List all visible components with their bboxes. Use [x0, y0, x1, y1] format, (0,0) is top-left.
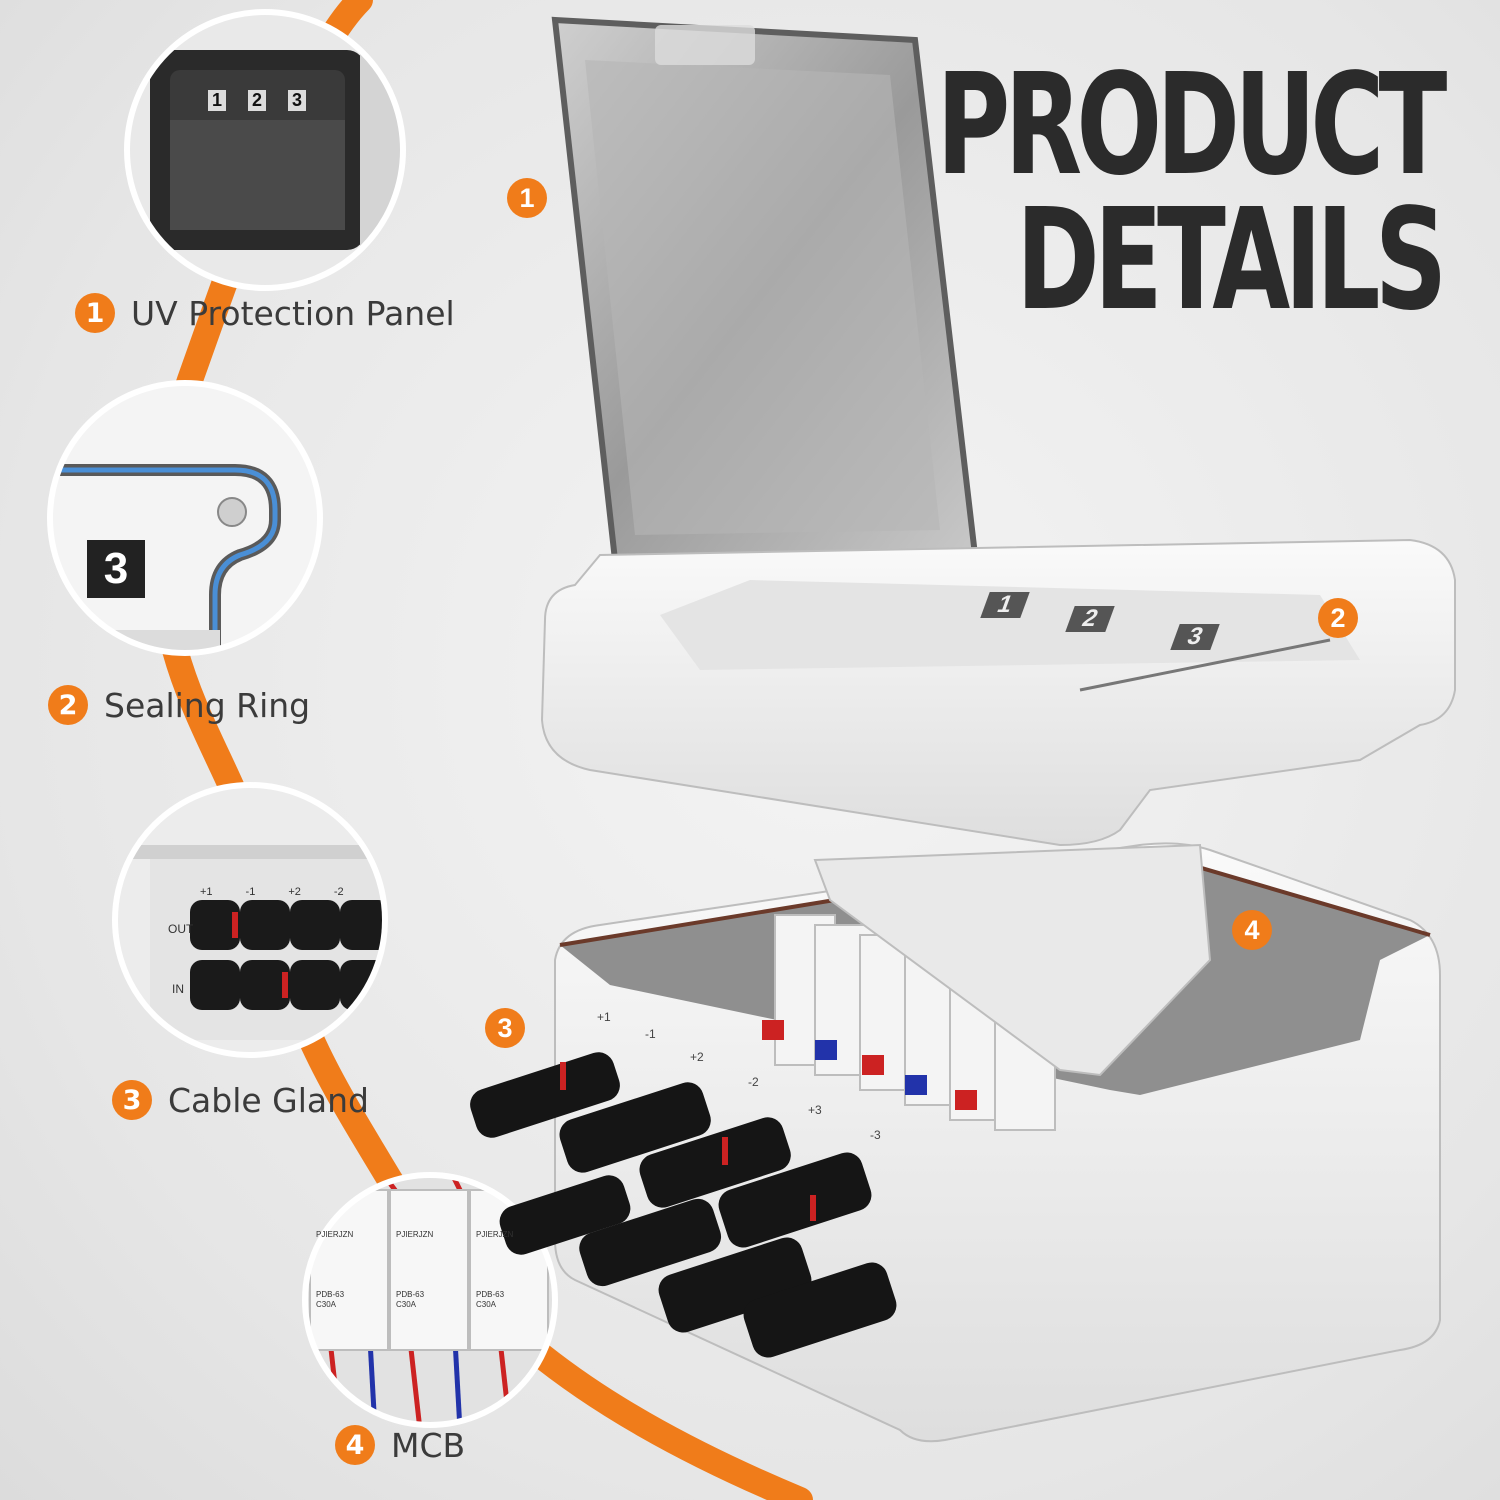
mcb-label-2: PJIERJZN PDB-63 C30A [396, 1230, 433, 1310]
row-label-out: OUT [168, 922, 194, 936]
feature-label: Sealing Ring [104, 685, 311, 725]
badge-3-on-product: 3 [485, 1008, 525, 1048]
page-title: PRODUCT DETAILS [936, 44, 1448, 342]
slot-label: 2 [248, 90, 267, 111]
slot-label: 1 [208, 90, 227, 111]
slot-number-badge: 3 [87, 540, 145, 598]
slot-label: 3 [288, 90, 307, 111]
breaker-wire-terminals [762, 1020, 977, 1110]
mcb-breakers [774, 843, 1212, 1131]
gland-polarity-labels: +1 -1 +2 -2 [200, 886, 344, 898]
panel-slot-numbers: 1 2 3 [208, 90, 307, 111]
badge-2-on-product: 2 [1318, 598, 1358, 638]
detail-uv-panel [127, 12, 403, 288]
feature-uv-protection-panel: 1 UV Protection Panel [75, 293, 455, 333]
title-line-1: PRODUCT [936, 44, 1448, 207]
feature-mcb: 4 MCB [335, 1425, 465, 1465]
box-gland-label: +3 [808, 1103, 822, 1117]
polarity-label: +1 [200, 886, 213, 898]
box-gland-label: -1 [645, 1027, 656, 1041]
badge-1-on-product: 1 [507, 178, 547, 218]
number-badge: 2 [48, 685, 88, 725]
cable-gland-connectors [470, 1052, 897, 1358]
mcb-model: PDB-63 [316, 1290, 345, 1299]
mcb-label-3: PJIERJZN PDB-63 C30A [476, 1230, 513, 1310]
number-badge: 4 [335, 1425, 375, 1465]
title-line-2: DETAILS [1016, 179, 1448, 342]
mcb-brand: PJIERJZN [476, 1230, 514, 1239]
box-gland-label: +2 [690, 1050, 704, 1064]
number-badge: 3 [112, 1080, 152, 1120]
mcb-brand: PJIERJZN [316, 1230, 354, 1239]
badge-4-on-product: 4 [1232, 910, 1272, 950]
detail-mcb [305, 1175, 555, 1425]
mcb-model: PDB-63 [396, 1290, 425, 1299]
feature-sealing-ring: 2 Sealing Ring [48, 685, 310, 725]
polarity-label: +2 [288, 886, 301, 898]
detail-sealing-ring [50, 383, 320, 653]
mcb-rating: C30A [316, 1300, 337, 1309]
box-gland-label: -3 [870, 1128, 881, 1142]
mcb-model: PDB-63 [476, 1290, 505, 1299]
mcb-rating: C30A [396, 1300, 417, 1309]
box-gland-label: -2 [748, 1075, 759, 1089]
box-gland-label: +1 [597, 1010, 611, 1024]
polarity-label: -2 [333, 886, 344, 898]
number-badge: 1 [75, 293, 115, 333]
feature-cable-gland: 3 Cable Gland [112, 1080, 369, 1120]
connector-red-bands [560, 1062, 816, 1221]
mcb-brand: PJIERJZN [396, 1230, 434, 1239]
mcb-rating: C30A [476, 1300, 497, 1309]
mcb-label-1: PJIERJZN PDB-63 C30A [316, 1230, 353, 1310]
feature-label: Cable Gland [168, 1080, 369, 1120]
feature-label: UV Protection Panel [131, 293, 455, 333]
polarity-label: -1 [245, 886, 256, 898]
detail-cable-gland [115, 785, 385, 1055]
feature-label: MCB [391, 1425, 466, 1465]
uv-protection-lid [551, 16, 979, 564]
lid-frame [540, 538, 1456, 847]
row-label-in: IN [172, 982, 184, 996]
